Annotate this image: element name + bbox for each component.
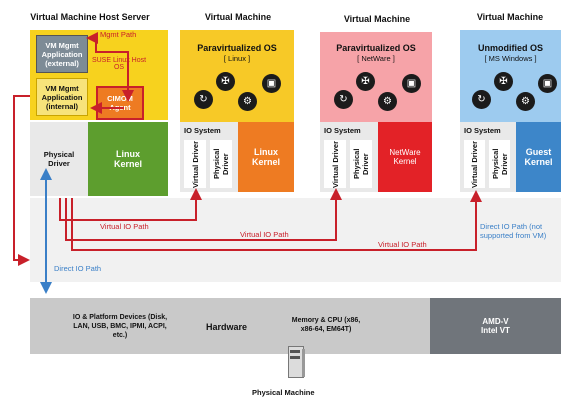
vm-windows-virtual-driver: Virtual Driver	[464, 140, 485, 188]
vm-windows-kernel: Guest Kernel	[516, 122, 561, 192]
host-os-label: SUSE Linux Host OS	[91, 57, 147, 71]
refresh-icon: ↻	[194, 90, 213, 109]
direct-io-note-label: Direct IO Path (not supported from VM)	[480, 222, 547, 240]
vm-netware-os-title: Paravirtualized OS	[336, 43, 416, 53]
vm-linux-os-title: Paravirtualized OS	[197, 43, 277, 53]
server-icon	[288, 346, 306, 382]
mgmt-path-label: Mgmt Path	[100, 30, 137, 39]
hardware-bar	[30, 298, 430, 354]
gear-icon: ⚙	[516, 92, 535, 111]
virtual-io-arrow-2	[65, 188, 342, 241]
hardware-label: Hardware	[206, 322, 248, 332]
gear-icon: ⚙	[238, 92, 257, 111]
vm-netware-kernel: NetWare Kernel	[378, 122, 432, 192]
host-server-header: Virtual Machine Host Server	[30, 12, 150, 22]
vm-mgmt-external: VM Mgmt Application (external)	[36, 35, 88, 73]
vm-mgmt-internal: VM Mgmt Application (internal)	[36, 78, 88, 116]
refresh-icon: ↻	[472, 90, 491, 109]
refresh-icon: ↻	[334, 90, 353, 109]
vm-netware-os-sub: [ NetWare ]	[357, 54, 395, 63]
package-icon: ▣	[538, 74, 557, 93]
gear-icon: ⚙	[378, 92, 397, 111]
vm-windows-io-label: IO System	[464, 126, 501, 135]
vm-linux-io-label: IO System	[184, 126, 221, 135]
virtual-io-arrow-3	[71, 190, 482, 251]
utensils-icon: ✠	[216, 72, 235, 91]
vm-header-1: Virtual Machine	[204, 12, 272, 22]
vm-netware-virtual-driver: Virtual Driver	[324, 140, 346, 188]
vm-header-3: Virtual Machine	[476, 12, 544, 22]
host-linux-kernel: Linux Kernel	[88, 122, 168, 196]
vm-windows-physical-driver: Physical Driver	[489, 140, 510, 188]
physical-machine-label: Physical Machine	[252, 388, 315, 397]
vm-netware-io-label: IO System	[324, 126, 361, 135]
vm-netware-physical-driver: Physical Driver	[350, 140, 372, 188]
vm-windows-os-sub: [ MS Windows ]	[484, 54, 537, 63]
vm-netware: Paravirtualized OS [ NetWare ] ↻ ✠ ⚙ ▣ I…	[320, 32, 432, 192]
package-icon: ▣	[402, 74, 421, 93]
virtual-io-label-3: Virtual IO Path	[378, 240, 427, 249]
vm-linux-physical-driver: Physical Driver	[210, 140, 232, 188]
hardware-memory: Memory & CPU (x86, x86-64, EM64T)	[291, 317, 361, 333]
vm-linux-os-sub: [ Linux ]	[223, 54, 251, 63]
mgmt-path-arrow-2	[95, 38, 134, 102]
vm-linux: Paravirtualized OS [ Linux ] ↻ ✠ ⚙ ▣ IO …	[180, 30, 294, 192]
vm-header-2: Virtual Machine	[343, 14, 411, 24]
utensils-icon: ✠	[356, 72, 375, 91]
direct-io-label: Direct IO Path	[54, 264, 102, 273]
host-loop-arrow	[13, 95, 30, 266]
vm-windows-os-title: Unmodified OS	[478, 43, 543, 53]
virtual-io-label-1: Virtual IO Path	[100, 222, 149, 231]
vm-windows: Unmodified OS [ MS Windows ] ↻ ✠ ⚙ ▣ IO …	[460, 30, 561, 192]
virtual-io-label-2: Virtual IO Path	[240, 230, 289, 239]
hardware-devices: IO & Platform Devices (Disk, LAN, USB, B…	[72, 313, 168, 339]
vm-linux-virtual-driver: Virtual Driver	[184, 140, 206, 188]
utensils-icon: ✠	[494, 72, 513, 91]
host-server: VM Mgmt Application (external) VM Mgmt A…	[30, 30, 168, 198]
package-icon: ▣	[262, 74, 281, 93]
host-physical-driver: Physical Driver	[30, 122, 88, 196]
vm-linux-kernel: Linux Kernel	[238, 122, 294, 192]
hardware-amd: AMD-V Intel VT	[430, 298, 561, 354]
virtual-io-arrow-1	[59, 188, 202, 221]
